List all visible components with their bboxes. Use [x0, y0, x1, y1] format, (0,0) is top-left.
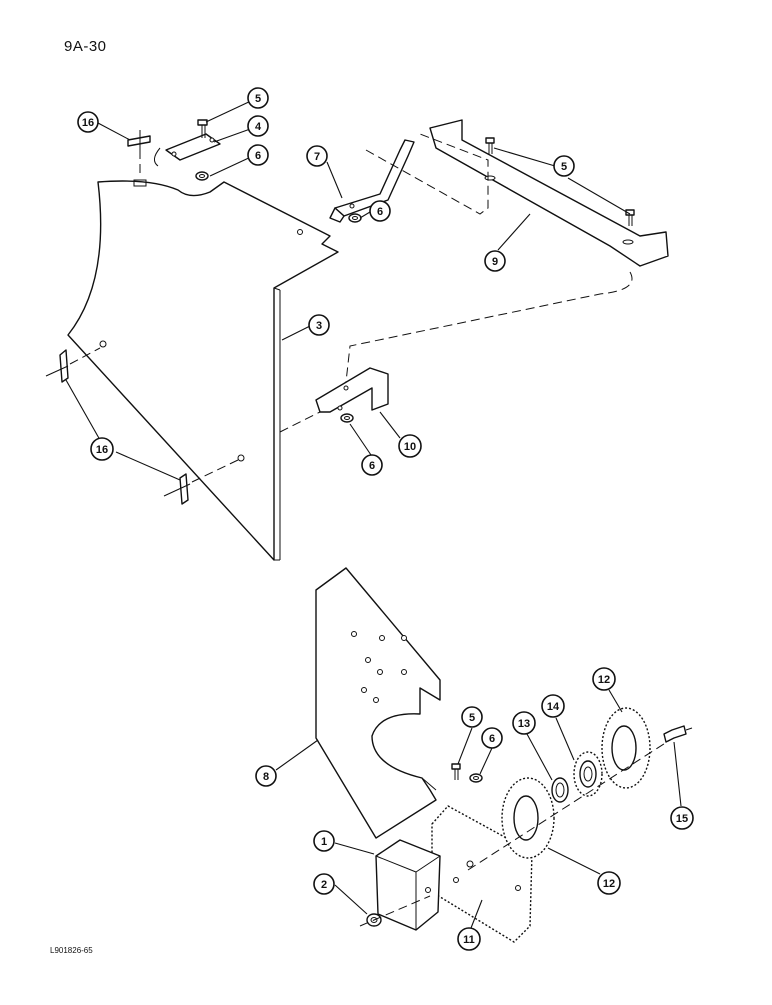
nut-6-lower-bracket: [340, 413, 354, 423]
callout-1: 1: [313, 830, 335, 852]
callout-16-top: 16: [77, 111, 99, 133]
svg-text:5: 5: [255, 93, 261, 105]
svg-text:6: 6: [369, 460, 375, 472]
assembly-line-c: [279, 411, 321, 433]
ring-13: [551, 777, 569, 803]
callout-6-lower-bracket: 6: [361, 454, 383, 476]
callout-5-lower: 5: [461, 706, 483, 728]
channel-9: [429, 119, 669, 267]
callout-3: 3: [308, 314, 330, 336]
pin-16-top: [127, 130, 151, 178]
bearing-14: [573, 751, 603, 797]
svg-text:7: 7: [314, 151, 320, 163]
callout-2: 2: [313, 873, 335, 895]
callout-12-front: 12: [597, 871, 621, 895]
callout-6-bracket: 6: [369, 200, 391, 222]
callout-9: 9: [484, 250, 506, 272]
svg-text:6: 6: [489, 733, 495, 745]
pin-16-right: [163, 459, 239, 505]
shield-lower: [315, 567, 441, 839]
bolt-5-lower: [451, 763, 461, 780]
svg-text:11: 11: [463, 934, 475, 946]
leader-lines: [65, 99, 682, 929]
svg-text:4: 4: [255, 121, 262, 133]
svg-text:12: 12: [598, 674, 610, 686]
svg-text:5: 5: [561, 161, 567, 173]
callout-4: 4: [247, 115, 269, 137]
callout-8: 8: [255, 765, 277, 787]
callout-15: 15: [670, 806, 694, 830]
svg-text:6: 6: [255, 150, 261, 162]
callout-12-rear: 12: [592, 667, 616, 691]
callout-7: 7: [306, 145, 328, 167]
page-code: 9A-30: [64, 38, 107, 55]
pin-16-left: [45, 347, 101, 383]
svg-text:3: 3: [316, 320, 322, 332]
assembly-line-a: [365, 133, 489, 215]
nut-6-bracket: [348, 213, 362, 223]
nut-6-top: [195, 171, 209, 181]
callout-16-side: 16: [90, 437, 114, 461]
bolt-15: [663, 725, 693, 743]
shield-upper: [67, 179, 339, 561]
bolt-5-channel-a: [485, 137, 495, 154]
svg-text:13: 13: [518, 718, 530, 730]
bolt-5-top: [197, 119, 208, 138]
callout-13: 13: [512, 711, 536, 735]
plate-4: [154, 133, 221, 167]
svg-text:2: 2: [321, 879, 327, 891]
figure-code: L901826-65: [50, 946, 93, 955]
assembly-line-e: [467, 739, 671, 871]
svg-text:6: 6: [377, 206, 383, 218]
housing-1: [375, 839, 441, 931]
bracket-7: [329, 139, 415, 223]
svg-text:1: 1: [321, 836, 327, 848]
callout-5-top: 5: [247, 87, 269, 109]
callout-11: 11: [457, 927, 481, 951]
svg-text:9: 9: [492, 256, 498, 268]
nut-6-lower: [469, 773, 483, 783]
callout-14: 14: [541, 694, 565, 718]
assembly-line-d: [359, 895, 431, 927]
svg-text:14: 14: [547, 701, 560, 713]
bolt-5-channel-b: [625, 209, 635, 226]
callout-10: 10: [398, 434, 422, 458]
bracket-10: [315, 367, 389, 413]
callout-5-channel: 5: [553, 155, 575, 177]
svg-text:12: 12: [603, 878, 615, 890]
assembly-line-b: [345, 271, 633, 383]
svg-text:8: 8: [263, 771, 269, 783]
svg-text:16: 16: [82, 117, 94, 129]
callout-6-top: 6: [247, 144, 269, 166]
callout-6-lower: 6: [481, 727, 503, 749]
svg-text:5: 5: [469, 712, 475, 724]
svg-text:16: 16: [96, 444, 108, 456]
svg-text:10: 10: [404, 441, 416, 453]
flange-12-front: [501, 777, 555, 859]
svg-text:15: 15: [676, 813, 688, 825]
flange-12-rear: [601, 707, 651, 789]
